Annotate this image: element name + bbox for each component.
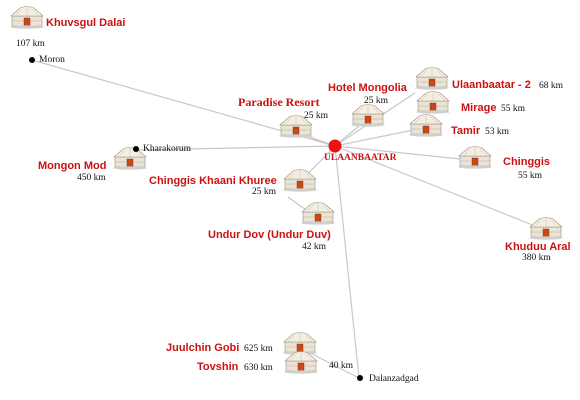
route-line (334, 145, 541, 229)
black-dot-icon (29, 57, 35, 63)
route-line (334, 145, 471, 161)
ger-yurt-icon[interactable] (408, 114, 444, 138)
route-line (334, 145, 360, 379)
camp-label-juulchin-gobi[interactable]: Juulchin Gobi (166, 342, 240, 354)
camp-label-khuduu-aral[interactable]: Khuduu Aral (505, 241, 571, 253)
red-dot-icon (328, 139, 342, 153)
ger-yurt-icon[interactable] (9, 6, 45, 30)
camp-label-chinggis-khaani-khuree[interactable]: Chinggis Khaani Khuree (149, 175, 277, 187)
distance-undur-dov: 42 km (302, 242, 327, 252)
camp-label-chinggis[interactable]: Chinggis (503, 156, 551, 168)
distance-mongon-mod: 450 km (77, 173, 106, 183)
ger-yurt-icon[interactable] (300, 202, 336, 226)
black-dot-icon (133, 146, 139, 152)
camp-label-tamir[interactable]: Tamir (451, 125, 481, 137)
distance-dalanzadgad-camp: 40 km (329, 361, 354, 371)
camp-label-hotel-mongolia[interactable]: Hotel Mongolia (328, 82, 407, 94)
ger-yurt-icon[interactable] (112, 147, 148, 171)
distance-tovshin: 630 km (244, 363, 273, 373)
distance-mirage: 55 km (501, 104, 526, 114)
camp-label-undur-dov[interactable]: Undur Dov (Undur Duv) (208, 229, 331, 241)
city-label-kharakorum: Kharakorum (143, 144, 192, 154)
camp-label-khuvsgul-dalai[interactable]: Khuvsgul Dalai (46, 17, 126, 29)
ger-yurt-icon[interactable] (350, 104, 386, 128)
distance-khuduu-aral: 380 km (522, 253, 551, 263)
distance-hotel-mongolia: 25 km (364, 96, 389, 106)
distance-chinggis-khaani-khuree: 25 km (252, 187, 277, 197)
ger-yurt-icon[interactable] (528, 217, 564, 241)
black-dot-icon (357, 375, 363, 381)
ger-yurt-icon[interactable] (415, 91, 451, 115)
capital-label: ULAANBAATAR (324, 153, 397, 163)
camp-label-paradise-resort[interactable]: Paradise Resort (238, 95, 320, 109)
distance-khuvsgul-dalai: 107 km (16, 39, 45, 49)
distance-juulchin-gobi: 625 km (244, 344, 273, 354)
camp-label-mirage[interactable]: Mirage (461, 102, 497, 114)
ger-yurt-icon[interactable] (282, 169, 318, 193)
route-line (311, 353, 360, 379)
camp-label-ulaanbaatar-2[interactable]: Ulaanbaatar - 2 (452, 79, 531, 91)
ger-yurt-icon[interactable] (414, 67, 450, 91)
camp-label-tovshin[interactable]: Tovshin (197, 361, 239, 373)
city-label-dalanzadgad: Dalanzadgad (369, 374, 419, 384)
route-line (334, 128, 419, 147)
route-line (134, 145, 336, 151)
ger-yurt-icon[interactable] (457, 146, 493, 170)
distance-chinggis: 55 km (518, 171, 543, 181)
camp-label-mongon-mod[interactable]: Mongon Mod (38, 160, 107, 172)
distance-paradise-resort: 25 km (304, 111, 329, 121)
distance-ulaanbaatar-2: 68 km (539, 81, 564, 91)
distance-tamir: 53 km (485, 127, 510, 137)
city-label-moron: Moron (39, 55, 65, 65)
